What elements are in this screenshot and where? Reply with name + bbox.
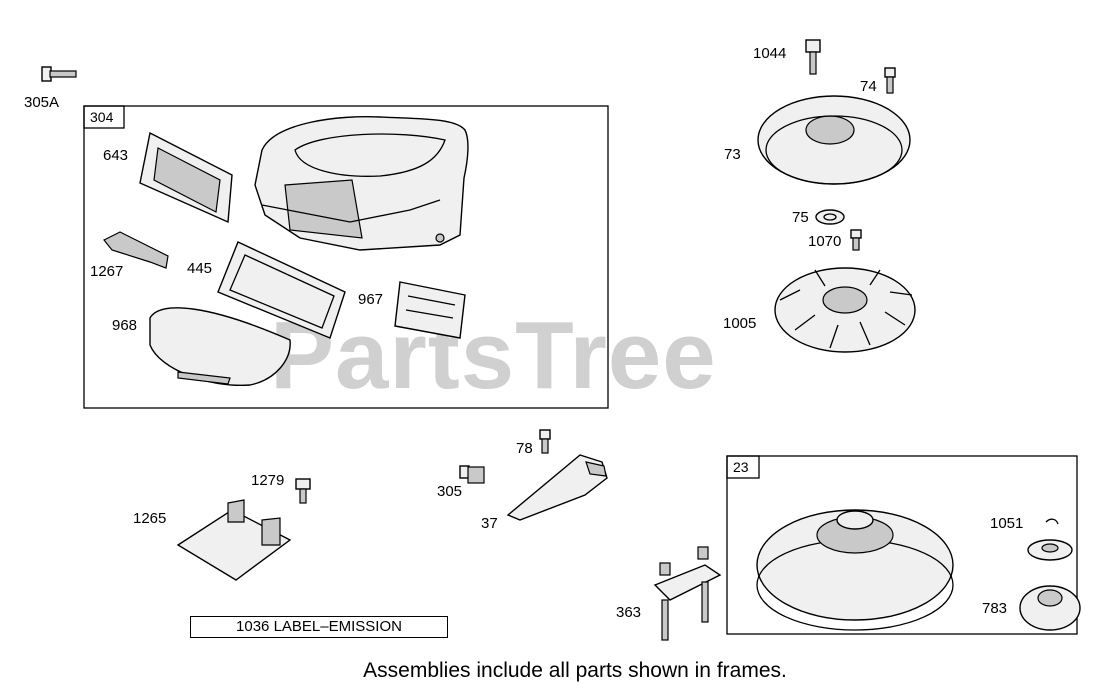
label-74: 74 [860,78,877,95]
gear-783-icon[interactable] [1019,585,1081,631]
bolt-74-icon[interactable] [884,67,896,94]
label-plate-967-icon[interactable] [394,281,466,339]
label-1267: 1267 [90,263,123,280]
label-1265: 1265 [133,510,166,527]
washer-1051-icon[interactable] [1027,518,1073,561]
frame-23-number: 23 [733,459,749,475]
label-73: 73 [724,146,741,163]
frame-304-number: 304 [90,109,114,125]
label-445: 445 [187,260,212,277]
label-968: 968 [112,317,137,334]
bolt-305-icon[interactable] [459,465,485,484]
label-305a: 305A [24,94,59,111]
label-1070: 1070 [808,233,841,250]
label-643: 643 [103,147,128,164]
blower-housing-icon[interactable] [254,115,469,251]
bracket-1265-icon[interactable] [176,499,292,581]
fan-1005-icon[interactable] [774,267,916,353]
label-1044: 1044 [753,45,786,62]
label-363: 363 [616,604,641,621]
bracket-363-icon[interactable] [653,546,722,641]
bolt-305a-icon[interactable] [41,66,77,82]
label-967: 967 [358,291,383,308]
flywheel-23-icon[interactable] [756,509,954,631]
washer-75-icon[interactable] [815,209,845,225]
frame-23 [726,455,1078,635]
fan-cover-73-icon[interactable] [757,95,911,185]
cover-445-icon[interactable] [217,241,346,339]
bracket-37-icon[interactable] [506,454,608,521]
label-37: 37 [481,515,498,532]
label-1051: 1051 [990,515,1023,532]
bolt-78-icon[interactable] [539,429,551,454]
clip-1267-icon[interactable] [103,231,169,269]
label-783: 783 [982,600,1007,617]
emission-label-box: 1036 LABEL–EMISSION [190,616,448,638]
frame-304-tag [83,105,125,129]
guard-968-icon[interactable] [149,307,291,387]
watermark-text: PartsTree [270,302,717,409]
bolt-1279-icon[interactable] [295,478,311,504]
caption-text: Assemblies include all parts shown in fr… [363,659,787,682]
shroud-643-icon[interactable] [139,131,233,224]
label-78: 78 [516,440,533,457]
frame-23-tag [726,455,760,479]
bolt-1070-icon[interactable] [850,229,862,251]
label-1005: 1005 [723,315,756,332]
label-1279: 1279 [251,472,284,489]
frame-304 [83,105,609,409]
bolt-1044-icon[interactable] [805,39,821,75]
label-305: 305 [437,483,462,500]
label-75: 75 [792,209,809,226]
